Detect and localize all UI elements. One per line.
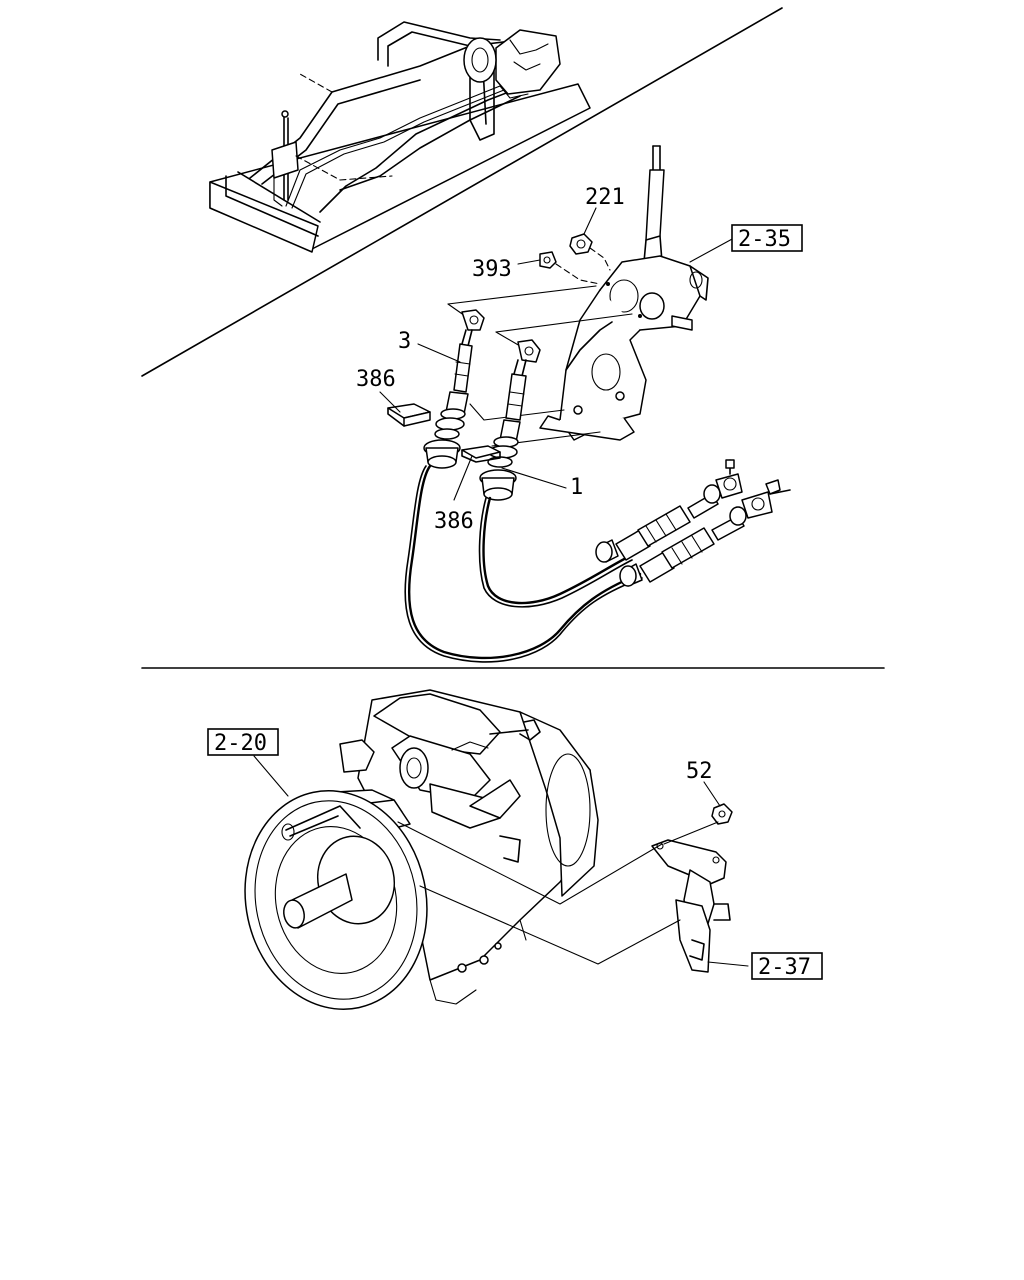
cable-end-transmission xyxy=(595,459,791,587)
nut-221 xyxy=(569,233,611,271)
leader-2-20 xyxy=(253,755,289,797)
callout-386-lower: 386 xyxy=(434,509,474,534)
ref-box-2-37: 2-37 xyxy=(751,952,823,980)
mount-guide-upper xyxy=(397,821,663,905)
callout-52: 52 xyxy=(686,759,713,784)
clip-386-lower xyxy=(461,445,501,463)
guide-line-lower xyxy=(495,313,633,333)
ref-box-2-20: 2-20 xyxy=(207,728,279,756)
callout-386-upper: 386 xyxy=(356,367,396,392)
clip-386-upper xyxy=(387,403,431,427)
nut-393 xyxy=(539,251,601,285)
leader-2-37 xyxy=(707,961,749,967)
leader-3 xyxy=(417,343,461,363)
leader-2-35 xyxy=(689,237,735,263)
leader-393 xyxy=(517,259,541,265)
transmission-assembly xyxy=(244,689,599,1010)
ref-2-20-label: 2-20 xyxy=(214,731,267,756)
mount-guide-lower xyxy=(419,885,681,965)
ref-2-35-label: 2-35 xyxy=(738,227,791,252)
ref-2-37-label: 2-37 xyxy=(758,955,811,980)
shift-cable-3 xyxy=(404,309,643,663)
diagonal-divider xyxy=(141,7,783,377)
leader-52 xyxy=(703,781,721,807)
callout-393: 393 xyxy=(472,257,512,282)
shift-lever-assembly xyxy=(539,145,709,441)
leader-386-lower xyxy=(453,455,473,501)
callout-1: 1 xyxy=(570,475,583,500)
leader-1 xyxy=(501,467,567,489)
leader-221 xyxy=(583,207,597,235)
callout-221: 221 xyxy=(585,185,625,210)
ref-box-2-35: 2-35 xyxy=(731,224,803,252)
guide-line-upper xyxy=(447,285,597,305)
leader-386-upper xyxy=(379,391,401,413)
callout-3: 3 xyxy=(398,329,411,354)
vehicle-frame-overview xyxy=(209,21,591,253)
cable-bracket xyxy=(651,839,731,973)
nut-52 xyxy=(711,803,733,825)
